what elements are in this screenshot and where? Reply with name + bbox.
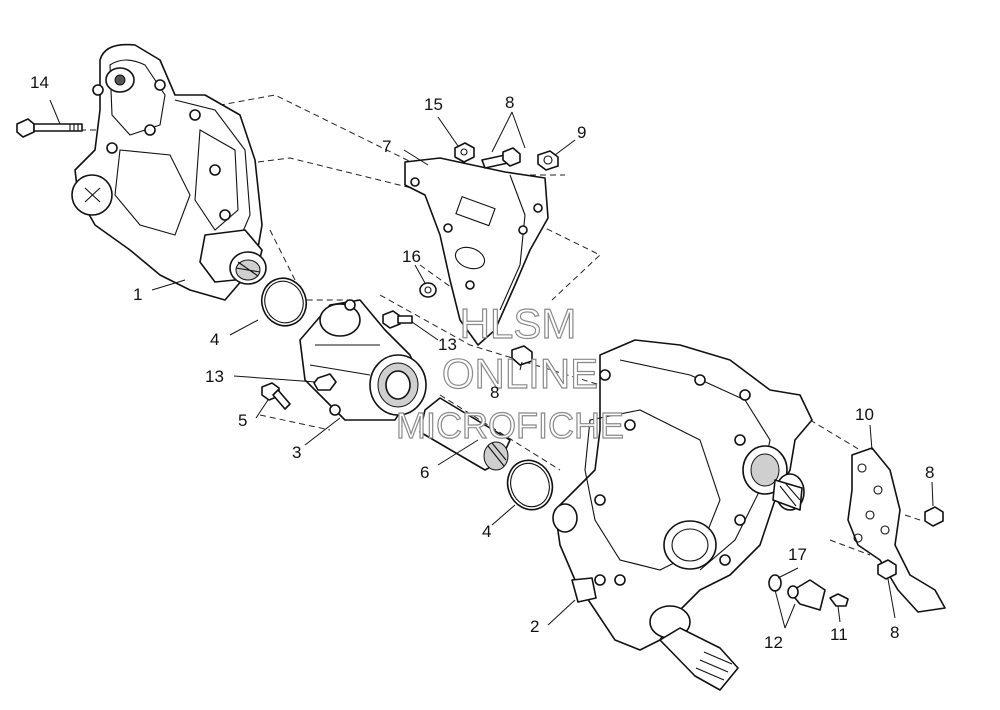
callout-14: 14 [30, 73, 49, 92]
bracket-7 [404, 157, 549, 346]
callout-15: 15 [424, 95, 443, 114]
callout-6: 6 [420, 463, 429, 482]
watermark-line-3: MICROFICHE [396, 405, 624, 446]
nut-9 [537, 150, 559, 171]
bolt-13-right [382, 310, 413, 329]
gearcase-upper [71, 43, 267, 301]
nut-8-right-upper [924, 506, 944, 527]
bolt-8-center [511, 345, 533, 366]
callout-4-upper: 4 [210, 330, 219, 349]
callout-13-right: 13 [438, 335, 457, 354]
callout-7: 7 [382, 137, 391, 156]
callout-5: 5 [238, 411, 247, 430]
o-ring-4-upper [260, 277, 308, 327]
callout-12: 12 [764, 633, 783, 652]
nut-8-right-lower [877, 559, 897, 580]
callout-8-center: 8 [490, 383, 499, 402]
callout-16: 16 [402, 247, 421, 266]
callout-3: 3 [292, 443, 301, 462]
bolt-13-left [313, 373, 337, 391]
watermark-line-1: HLSM [460, 300, 577, 347]
washer-16 [419, 282, 437, 298]
callout-11: 11 [830, 625, 848, 644]
callout-17: 17 [788, 545, 807, 564]
bracket-10 [847, 447, 946, 613]
gearcase-lower [552, 339, 813, 691]
o-ring-4-lower [506, 459, 554, 511]
callout-8-top: 8 [505, 93, 514, 112]
shaft-sleeve-6 [419, 397, 511, 471]
bolt-14 [16, 118, 83, 138]
nut-15 [454, 142, 475, 163]
callout-4-lower: 4 [482, 522, 491, 541]
callout-8-right-upper: 8 [925, 463, 934, 482]
callout-9: 9 [577, 123, 586, 142]
callout-1: 1 [133, 285, 142, 304]
bolt-8-top [481, 147, 521, 169]
callout-13-left: 13 [205, 367, 224, 386]
callout-numbers: 14 1 4 13 5 3 6 4 7 15 8 9 16 13 8 2 10 … [30, 73, 934, 652]
sensor-12 [787, 579, 826, 611]
leader-lines [49, 99, 934, 629]
watermark-line-2: ONLINE [442, 350, 598, 397]
callout-2: 2 [530, 617, 539, 636]
callout-10: 10 [855, 405, 874, 424]
watermark: HLSM ONLINE MICROFICHE [395, 299, 624, 446]
callout-8-right-lower: 8 [890, 623, 899, 642]
bolt-5 [261, 382, 291, 410]
bolt-11 [829, 593, 849, 607]
